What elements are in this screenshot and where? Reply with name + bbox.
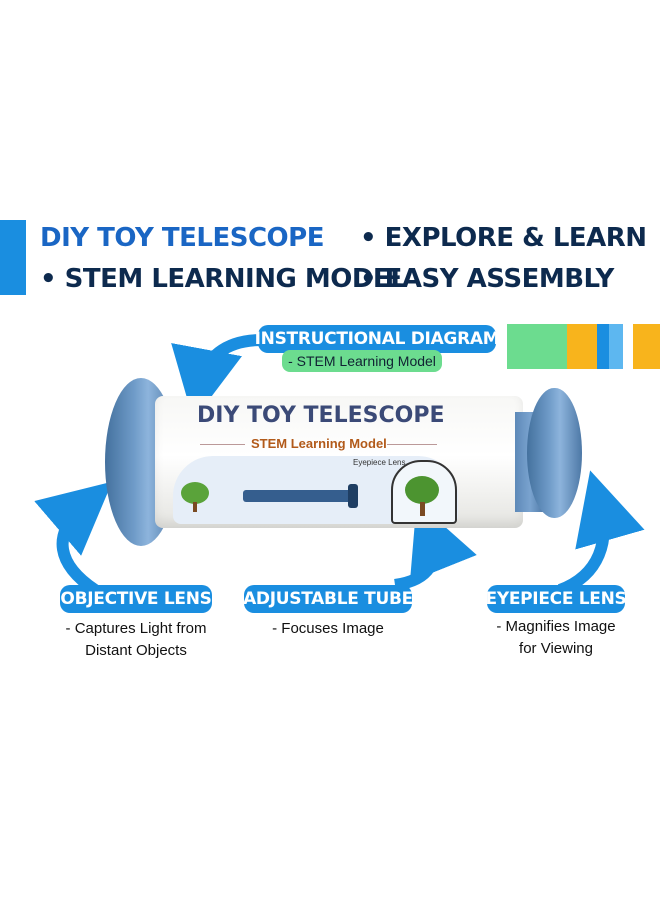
- mini-telescope-icon: [243, 490, 353, 502]
- callout-objective-desc-2: Distant Objects: [85, 642, 187, 659]
- header-bullet-explore: • EXPLORE & LEARN: [360, 223, 647, 253]
- header-title: DIY TOY TELESCOPE: [40, 223, 324, 253]
- callout-eyepiece-desc-1: - Magnifies Image: [496, 618, 616, 635]
- callout-tube-label: ADJUSTABLE TUBE: [243, 585, 413, 613]
- tube-label-title: DIY TOY TELESCOPE: [197, 403, 445, 428]
- callout-tube-desc: - Focuses Image: [272, 620, 384, 637]
- arrow-objective-icon: [34, 481, 113, 595]
- header-bullet-assembly: • EASY ASSEMBLY: [360, 264, 614, 294]
- tree-icon: [181, 482, 209, 504]
- diagram-note: Eyepiece Lens: [353, 458, 406, 467]
- tube-diagram: Eyepiece Lens: [173, 456, 458, 524]
- callout-eyepiece-desc-2: for Viewing: [519, 640, 593, 657]
- callout-instructional-label: INSTRUCTIONAL DIAGRAM: [255, 325, 500, 353]
- accent-bar-left: [0, 220, 26, 295]
- tube-label-subtitle: STEM Learning Model: [251, 436, 387, 451]
- arrow-tube-icon: [393, 501, 477, 591]
- arrow-instructional-icon: [171, 334, 263, 421]
- callout-objective-desc-1: - Captures Light from: [65, 620, 207, 637]
- arrow-eyepiece-icon: [557, 470, 645, 596]
- callout-eyepiece-label: EYEPIECE LENS: [486, 585, 627, 613]
- telescope: DIY TOY TELESCOPE STEM Learning Model Ey…: [95, 378, 585, 548]
- tree-icon-right: [405, 476, 439, 504]
- header-bullet-stem: • STEM LEARNING MODEL: [40, 264, 407, 294]
- color-blocks: [507, 324, 660, 369]
- callout-instructional-sublabel: - STEM Learning Model: [282, 350, 442, 372]
- eyepiece-cap: [527, 388, 582, 518]
- telescope-tube: DIY TOY TELESCOPE STEM Learning Model Ey…: [155, 396, 523, 528]
- callout-objective-label: OBJECTIVE LENS: [60, 585, 212, 613]
